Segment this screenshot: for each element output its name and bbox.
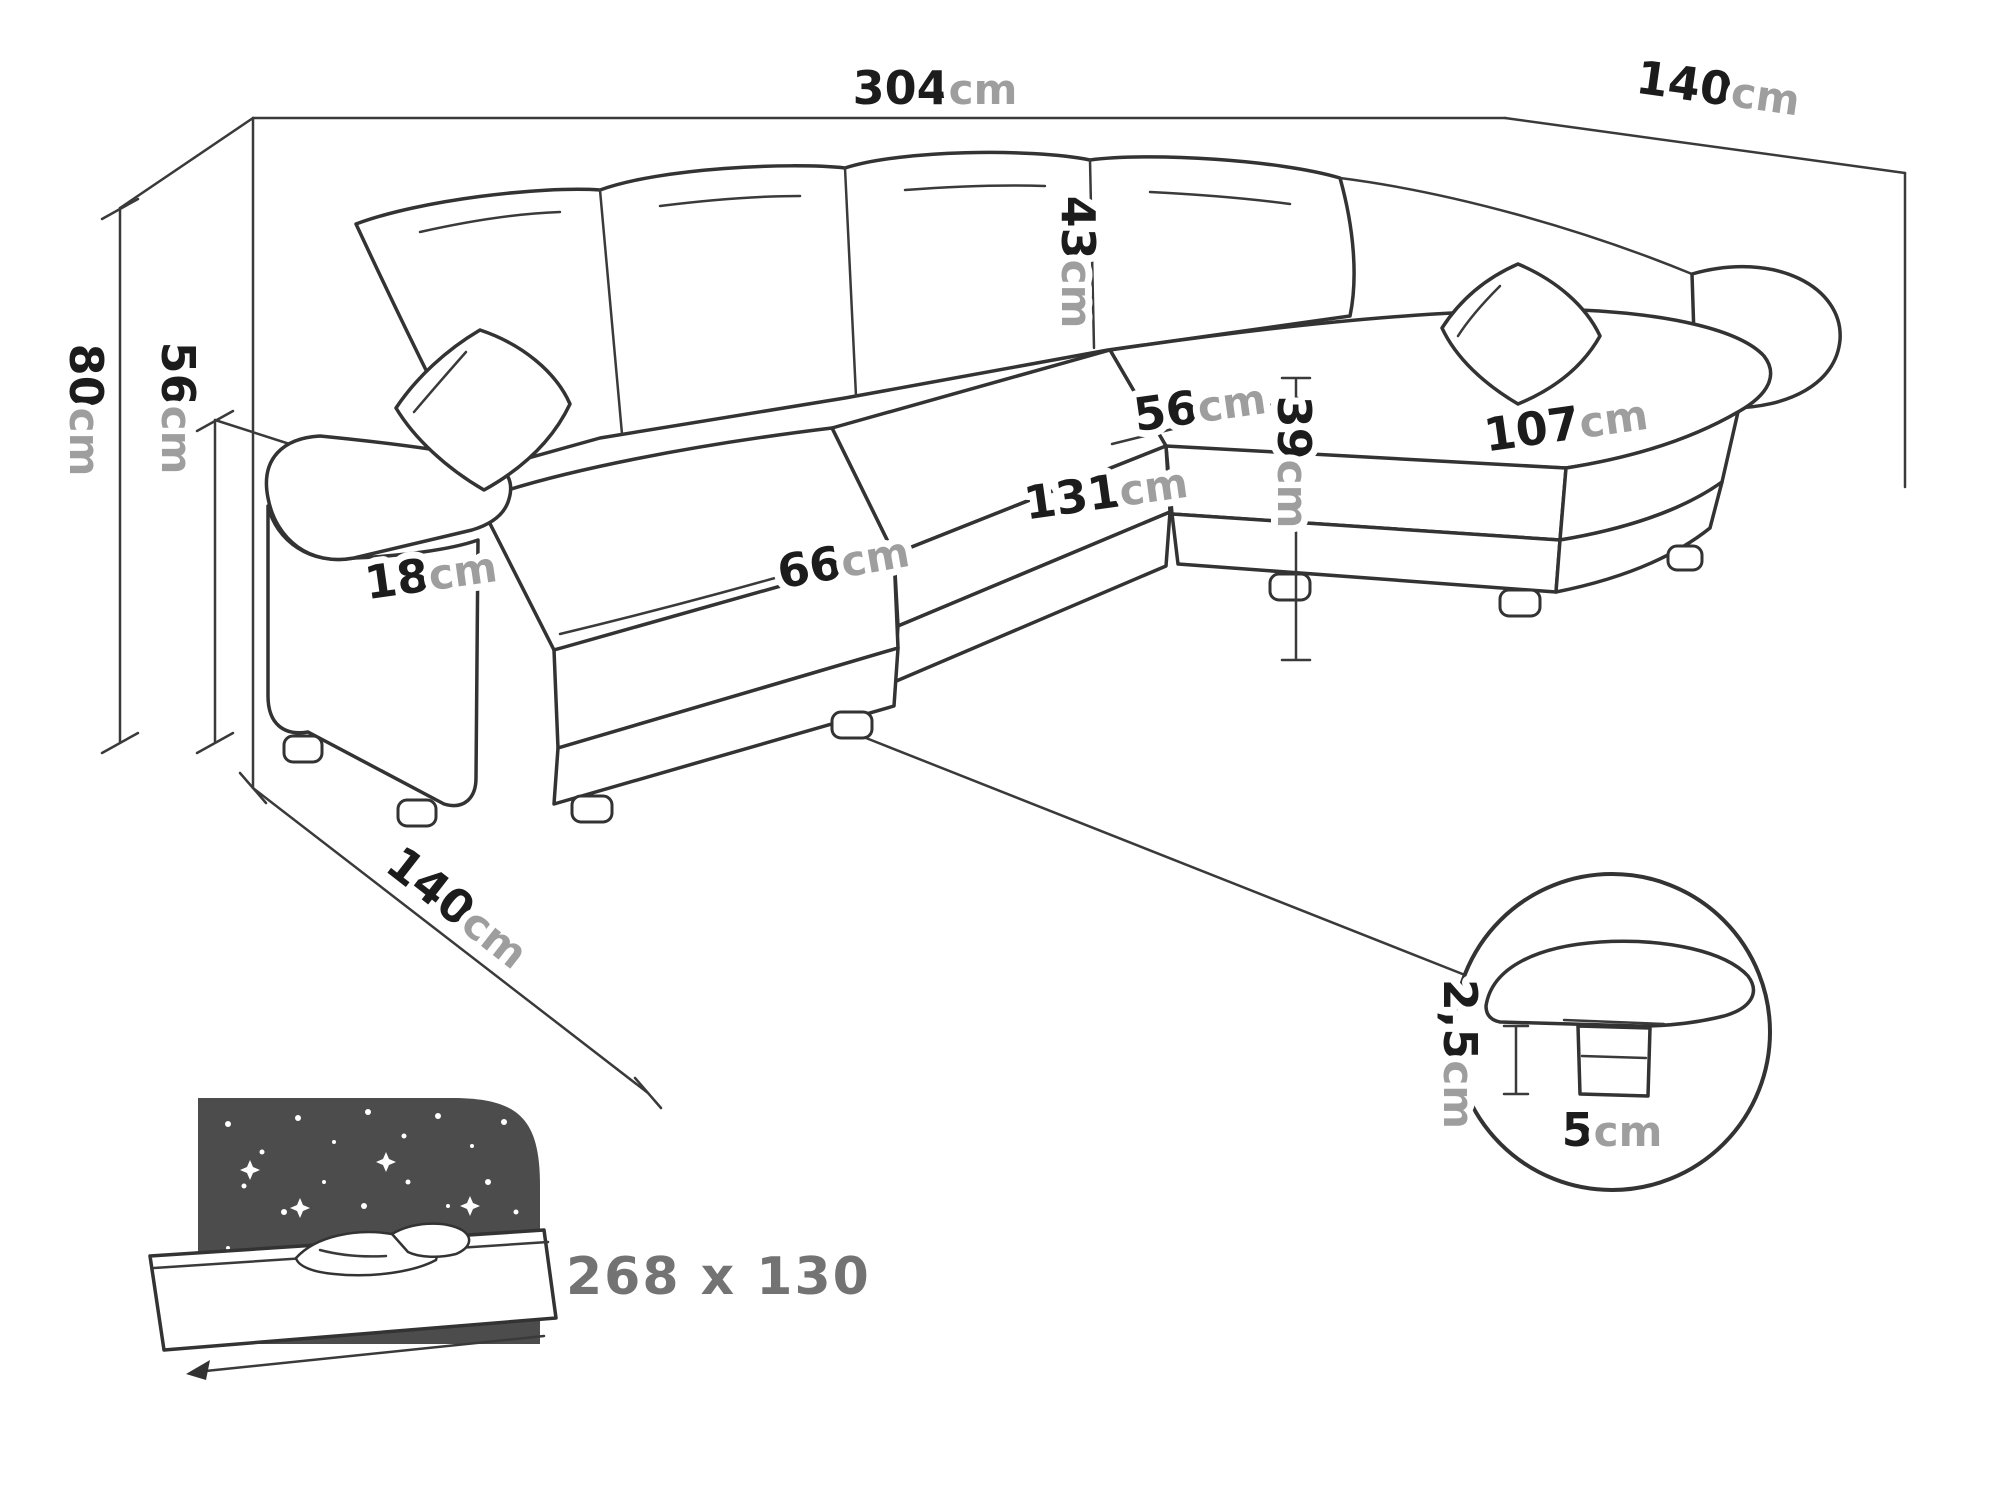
pillow-outline bbox=[1440, 262, 1602, 406]
leg-outline bbox=[1576, 1024, 1652, 1098]
sofa-foot bbox=[396, 798, 438, 828]
dim-frame-height: 39cm bbox=[1267, 396, 1321, 529]
left-chaise bbox=[476, 426, 900, 824]
base-corner-section bbox=[1484, 939, 1756, 1028]
sofa-foot bbox=[1666, 544, 1704, 572]
right-back-top-edge bbox=[1338, 176, 1694, 276]
sofa-drawing bbox=[264, 150, 1842, 828]
sofa-foot bbox=[1268, 572, 1312, 602]
right-depth-dimension-line bbox=[1503, 116, 1907, 175]
dim-seat-height: 56cm bbox=[151, 342, 205, 475]
dim-leg-height: 2,5cm bbox=[1433, 979, 1487, 1129]
left-chaise-seam bbox=[558, 544, 886, 636]
pillow-crease bbox=[1456, 284, 1502, 338]
arrow-line bbox=[194, 1334, 546, 1374]
arrow-head bbox=[186, 1360, 210, 1380]
pillow-on-bed bbox=[390, 1222, 471, 1258]
mattress bbox=[148, 1222, 558, 1352]
left-chaise-base bbox=[552, 646, 900, 806]
sleeping-area-label: 268 x 130 bbox=[566, 1247, 871, 1307]
middle-seat bbox=[830, 348, 1300, 684]
leg-detail-magnifier bbox=[1452, 872, 1772, 1192]
pillow-crease bbox=[412, 350, 468, 414]
frame-height-measure-line bbox=[1280, 376, 1312, 662]
dim-left-depth: 140cm bbox=[376, 835, 539, 979]
blanket-crease bbox=[318, 1248, 388, 1258]
dimension-frame bbox=[100, 116, 1907, 1110]
left-armrest bbox=[264, 434, 513, 828]
leg-height-measure bbox=[1502, 1024, 1530, 1096]
dim-right-depth: 140cm bbox=[1633, 50, 1804, 126]
dim-leg-width: 5cm bbox=[1562, 1103, 1663, 1157]
middle-seat-seam bbox=[1110, 396, 1300, 446]
left-depth-dimension-line bbox=[251, 786, 650, 1095]
sofa-foot bbox=[830, 710, 874, 740]
cushion-creases bbox=[418, 184, 1292, 234]
sofa-foot bbox=[282, 734, 324, 764]
sofa-foot bbox=[1498, 588, 1542, 618]
sofa-foot bbox=[570, 794, 614, 824]
sofa-bed-icon bbox=[148, 1098, 558, 1380]
dimension-labels: 304cm 140cm 80cm 56cm 43cm 56cm 131cm 39… bbox=[52, 43, 1810, 1312]
height-ticks bbox=[100, 197, 140, 755]
decor-pillow-right bbox=[1440, 262, 1602, 406]
unfold-arrow bbox=[186, 1334, 546, 1380]
dim-top-width: 304cm bbox=[853, 61, 1018, 115]
magnifier-leader-line bbox=[864, 736, 1467, 977]
pillow-outline bbox=[394, 328, 572, 492]
dim-back-cushion: 43cm bbox=[1051, 196, 1105, 329]
leg-detail-lines bbox=[1562, 1018, 1666, 1060]
back-cushions bbox=[354, 150, 1356, 474]
dim-height: 80cm bbox=[59, 344, 113, 477]
front-left-top-edge bbox=[118, 116, 255, 210]
cushion-seams bbox=[598, 158, 1096, 436]
right-chaise bbox=[1108, 308, 1773, 618]
right-chaise-base-end bbox=[1554, 480, 1724, 594]
decor-pillow-left bbox=[394, 328, 572, 492]
leg-detail bbox=[1484, 939, 1756, 1098]
left-depth-ticks bbox=[238, 771, 663, 1110]
